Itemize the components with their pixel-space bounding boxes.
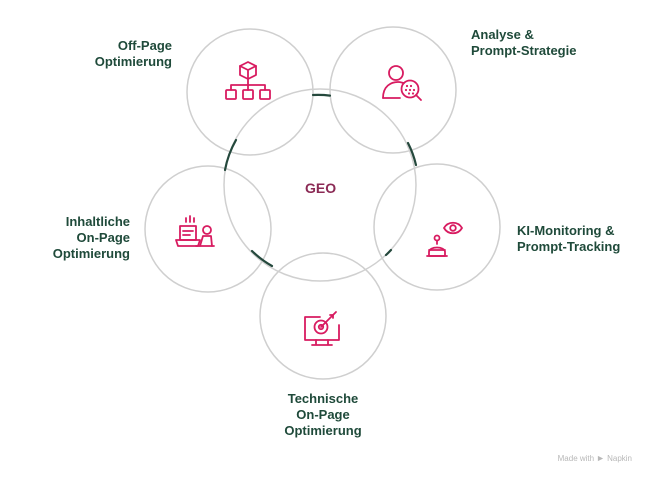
label-off-page: Off-Page Optimierung xyxy=(95,38,172,70)
label-ki-monitoring: KI-Monitoring & Prompt-Tracking xyxy=(517,223,620,255)
label-line: Prompt-Tracking xyxy=(517,239,621,254)
label-line: Off-Page xyxy=(117,38,172,53)
circle-technische xyxy=(259,252,387,380)
person-laptop-icon xyxy=(175,215,215,247)
user-search-icon xyxy=(382,65,422,101)
label-line: Optimierung xyxy=(94,54,172,69)
made-with-napkin-watermark: Made with Napkin xyxy=(558,454,632,463)
circle-ki-monitoring xyxy=(373,163,501,291)
label-technische: Technische On-Page Optimierung xyxy=(263,391,383,439)
footer-prefix: Made with xyxy=(557,454,595,463)
label-line: Optimierung xyxy=(284,423,362,438)
circle-off-page xyxy=(186,28,314,156)
label-line: KI-Monitoring & xyxy=(517,223,615,238)
geo-arc-bottom-left xyxy=(250,249,274,268)
label-line: Prompt-Strategie xyxy=(471,43,577,58)
label-line: On-Page xyxy=(76,230,130,245)
footer-brand: Napkin xyxy=(607,454,632,463)
label-line: Technische xyxy=(287,391,359,406)
label-line: Optimierung xyxy=(52,246,130,261)
geo-arc-lower-right xyxy=(384,248,393,257)
monitor-target-icon xyxy=(304,311,340,346)
label-inhaltliche: Inhaltliche On-Page Optimierung xyxy=(53,214,130,262)
geo-arc-top xyxy=(311,93,332,97)
napkin-logo-icon xyxy=(597,455,604,462)
circle-analyse xyxy=(329,26,457,154)
center-label-geo: GEO xyxy=(305,180,337,196)
robot-eye-icon xyxy=(426,221,463,257)
circle-geo xyxy=(223,88,417,282)
geo-arc-upper-right xyxy=(406,141,418,167)
org-chart-cube-icon xyxy=(225,61,271,100)
label-analyse: Analyse & Prompt-Strategie xyxy=(471,27,576,59)
label-line: Analyse & xyxy=(471,27,534,42)
label-line: On-Page xyxy=(296,407,350,422)
label-line: Inhaltliche xyxy=(65,214,130,229)
geo-arc-left xyxy=(223,138,238,172)
circle-inhaltliche xyxy=(144,165,272,293)
